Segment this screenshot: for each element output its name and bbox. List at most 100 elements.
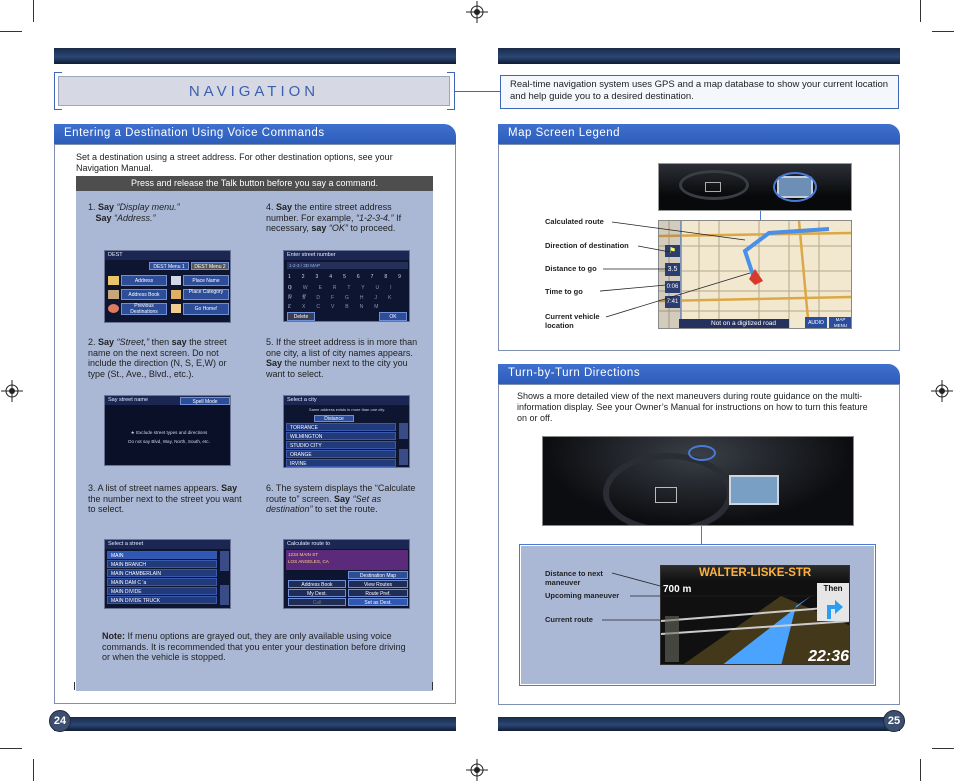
dashboard-photo-tbt — [542, 436, 854, 526]
talk-instruction: Press and release the Talk button before… — [76, 176, 433, 191]
tbt-clock: 22:36 — [808, 648, 849, 665]
crop-mark — [920, 0, 921, 22]
section-header-voice: Entering a Destination Using Voice Comma… — [54, 124, 456, 144]
tbt-then: Then — [823, 584, 843, 593]
screen-title: Say street name — [105, 396, 230, 405]
step-3: 3. A list of street names appears. Say t… — [88, 483, 242, 514]
crop-tick — [432, 682, 433, 690]
map-screen: 3.5 0:06 7:41 ⚑ Not on a digitized road … — [658, 220, 852, 329]
highlight-circle — [688, 445, 716, 461]
connector-line — [455, 91, 500, 92]
distance-to-go-value: 3.5 — [665, 263, 680, 276]
city-row: IRVINE — [286, 459, 396, 467]
home-icon — [171, 304, 181, 313]
keyboard-row: 1 2 3 4 5 6 7 8 9 0 — [288, 274, 406, 291]
input-hint: 1-2-3 / 3D MAP — [287, 262, 408, 269]
address-preview — [286, 550, 408, 570]
calc-option: Destination Map — [348, 571, 408, 579]
time-to-go-value: 0:06 — [665, 281, 680, 293]
tbt-street-name: WALTER-LISKE-STR — [661, 566, 849, 581]
dest-item: Place Name — [183, 275, 229, 286]
previous-destinations-icon — [108, 304, 119, 313]
note-text: Note: If menu options are grayed out, th… — [102, 631, 406, 662]
perspective-road — [661, 596, 849, 664]
registration-mark-icon — [1, 380, 23, 402]
dest-item: Address Book — [121, 289, 167, 300]
honda-logo-icon — [655, 487, 677, 503]
legend-leader-lines — [600, 221, 751, 318]
destination-flag-icon: ⚑ — [665, 245, 680, 257]
header-bar-right — [498, 48, 900, 64]
map-menu-button: MAP MENU — [829, 317, 851, 328]
highlight-circle — [773, 172, 817, 202]
street-row: MAIN BRANCH — [107, 560, 217, 568]
screen-title: Calculate route to — [284, 540, 409, 549]
tbt-label-distance: Distance to next maneuver — [545, 569, 603, 587]
place-category-icon — [171, 290, 181, 299]
tbt-distance: 700 m — [663, 584, 692, 595]
delete-button: Delete — [287, 312, 315, 321]
screen-title: Select a city — [284, 396, 409, 405]
calc-option: Route Pref. — [348, 589, 408, 597]
screen-calculate-route: Calculate route to 1234 MAIN ST LOS ANGE… — [283, 539, 410, 609]
header-bar-left — [54, 48, 456, 64]
map-status: Not on a digitized road — [679, 319, 789, 328]
spell-mode-tab: Spell Mode — [180, 397, 230, 405]
step-4: 4. Say the entire street address number.… — [266, 202, 402, 233]
screen-hint: Do not say Blvd, Way, North, South, etc. — [128, 439, 210, 444]
footer-bar-left — [54, 717, 456, 731]
voice-intro: Set a destination using a street address… — [76, 152, 393, 173]
screen-title: DEST — [105, 251, 230, 260]
address-icon — [108, 276, 119, 285]
screen-say-street-name: Say street name Spell Mode ★ Exclude str… — [104, 395, 231, 466]
tbt-description: Shows a more detailed view of the next m… — [517, 391, 868, 423]
audio-button: AUDIO — [805, 317, 827, 328]
keyboard-row: Z X C V B N M — [288, 304, 384, 310]
set-as-dest-option: Set as Dest. — [348, 598, 408, 606]
street-row: MAIN — [107, 551, 217, 559]
tbt-label-maneuver: Upcoming maneuver — [545, 591, 620, 600]
connector-line — [701, 526, 702, 545]
dashboard-photo — [658, 163, 852, 211]
place-name-icon — [171, 276, 181, 285]
city-row: ORANGE — [286, 450, 396, 458]
crop-mark — [932, 31, 954, 32]
address-book-icon — [108, 290, 119, 299]
page-title-box: NAVIGATION — [58, 76, 450, 106]
ok-button: OK — [379, 312, 407, 321]
crop-mark — [0, 748, 22, 749]
scroll-up-icon — [399, 423, 408, 439]
dest-item: Place Category — [183, 289, 229, 300]
crop-mark — [33, 759, 34, 781]
street-row: MAIN DIVIDE — [107, 587, 217, 595]
keyboard-row: Q W E R T Y U I O P — [288, 285, 397, 300]
legend-direction: Direction of destination — [545, 241, 629, 250]
map-roads — [659, 221, 851, 328]
page-number-left: 24 — [49, 710, 71, 732]
section-header-tbt: Turn-by-Turn Directions — [498, 364, 900, 384]
crop-mark — [920, 759, 921, 781]
step-6: 6. The system displays the “Calculate ro… — [266, 483, 416, 514]
address-line: LOS ANGELES, CA — [288, 559, 329, 564]
scroll-down-icon — [399, 449, 408, 465]
city-row: STUDIO CITY — [286, 441, 396, 449]
crop-mark — [932, 748, 954, 749]
registration-mark-icon — [931, 380, 953, 402]
title-bracket-left — [54, 72, 62, 110]
city-row: WILMINGTON — [286, 432, 396, 440]
connector-line — [760, 211, 761, 221]
dest-item: Previous Destinations — [121, 303, 167, 315]
steering-wheel — [679, 170, 749, 200]
scroll-up-icon — [220, 551, 229, 571]
tbt-leader-lines — [602, 572, 815, 621]
multi-info-display: WALTER-LISKE-STR 700 m Then 22:36 — [660, 565, 850, 665]
address-line: 1234 MAIN ST — [288, 552, 319, 557]
dest-item: Address — [121, 275, 167, 286]
city-row: TORRANCE — [286, 423, 396, 431]
section-header-legend: Map Screen Legend — [498, 124, 900, 144]
tab-dest-menu-1: DEST Menu 1 — [149, 262, 189, 270]
scroll-down-icon — [220, 585, 229, 605]
page-title: NAVIGATION — [188, 82, 320, 100]
screen-dest-menu: DEST DEST Menu 1 DEST Menu 2 Address Pla… — [104, 250, 231, 323]
dest-item: Go Home! — [183, 303, 229, 315]
